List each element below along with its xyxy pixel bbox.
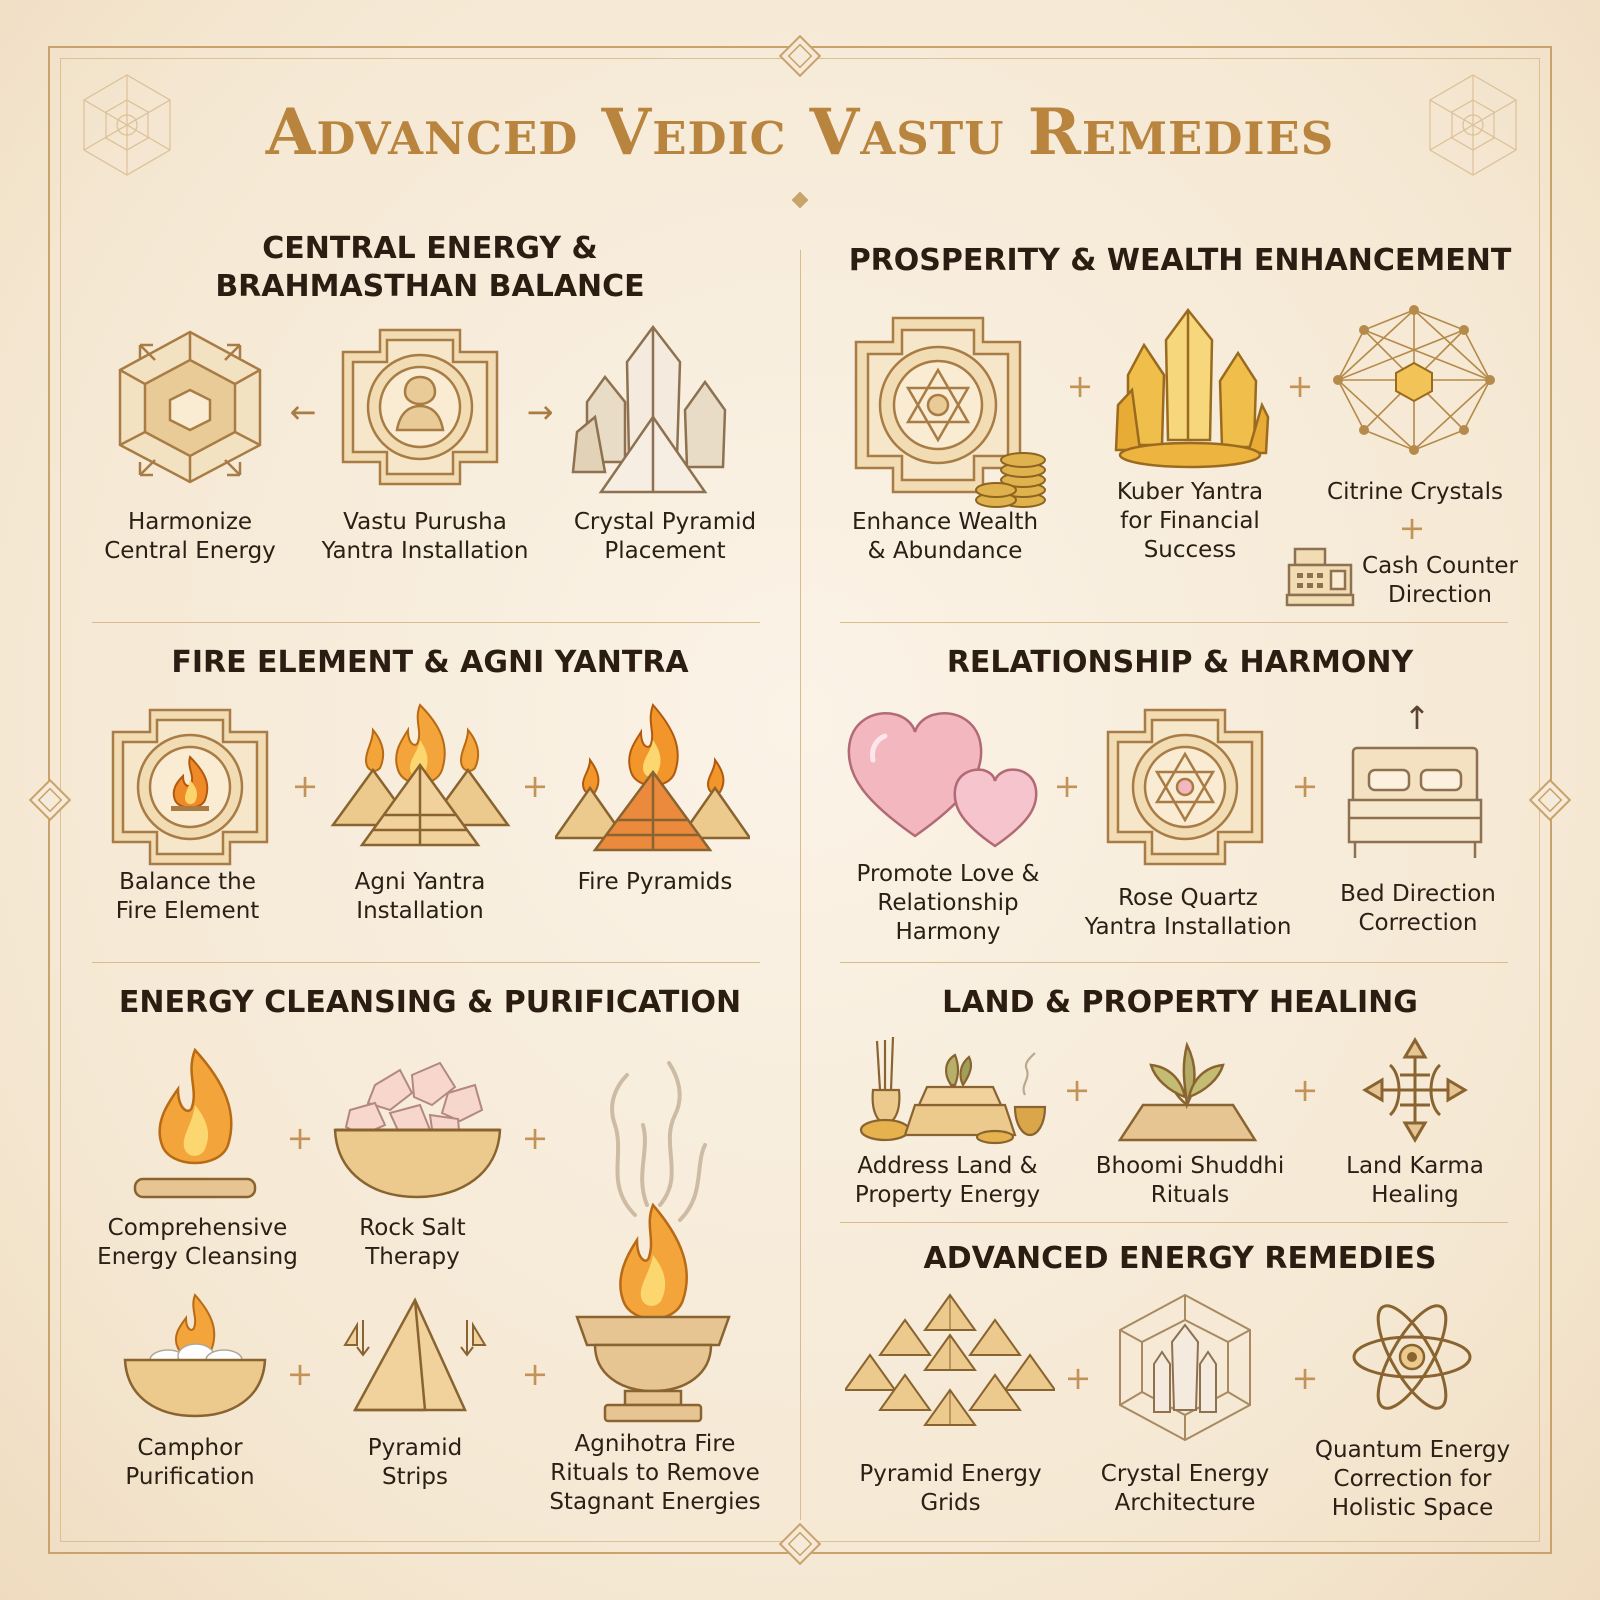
fire-pyramids-icon (555, 703, 750, 852)
metatron-cube-icon (83, 74, 171, 176)
crystal-architecture-icon (1119, 1293, 1251, 1442)
agnihotra-icon (575, 1061, 731, 1423)
section-title: PROSPERITY & WEALTH ENHANCEMENT (848, 243, 1512, 278)
page-title: Advanced Vedic Vastu Remedies (265, 95, 1335, 170)
plus-connector: + (291, 767, 319, 805)
fire-log-icon (133, 1047, 257, 1199)
section-title: ENERGY CLEANSING & PURIFICATION (118, 985, 742, 1020)
plus-connector: + (1291, 1071, 1319, 1109)
plus-connector: + (1398, 509, 1426, 547)
plus-connector: + (521, 767, 549, 805)
bottom-diamond-ornament (778, 1522, 822, 1566)
flame-pyramids-icon (330, 703, 511, 847)
top-diamond-ornament (778, 34, 822, 78)
citrine-cluster-icon (1114, 307, 1270, 469)
plus-connector: + (1053, 767, 1081, 805)
plus-connector: + (1286, 367, 1314, 405)
item-label: Address Land &Property Energy (854, 1153, 1041, 1208)
rose-hearts-icon (847, 712, 1038, 848)
plus-connector: + (1063, 1071, 1091, 1109)
section-divider (840, 1222, 1508, 1223)
plus-connector: + (1291, 1359, 1319, 1397)
sprout-land-icon (1117, 1041, 1258, 1142)
metatron-cube-icon (1429, 74, 1517, 176)
pyramid-strip-icon (343, 1297, 487, 1412)
left-diamond-ornament (28, 778, 72, 822)
section-divider (840, 622, 1508, 623)
plus-connector: + (1291, 767, 1319, 805)
karma-symbol-icon (1362, 1037, 1468, 1143)
arrow-left-connector: ← (289, 393, 317, 431)
rose-yantra-icon (1106, 708, 1264, 866)
agni-yantra-icon (111, 708, 269, 866)
plus-connector: + (521, 1355, 549, 1393)
section-title: RELATIONSHIP & HARMONY (946, 645, 1414, 680)
cube-arrows-icon (118, 330, 262, 484)
section-title: FIRE ELEMENT & AGNI YANTRA (171, 645, 689, 680)
camphor-bowl-icon (123, 1293, 267, 1418)
plus-connector: + (521, 1119, 549, 1157)
section-title: ADVANCED ENERGY REMEDIES (923, 1241, 1437, 1276)
item-label: Fire Pyramids (577, 869, 733, 895)
section-title: LAND & PROPERTY HEALING (942, 985, 1418, 1020)
column-divider (800, 250, 801, 1520)
atom-icon (1352, 1304, 1472, 1410)
yantra-coins-icon (854, 316, 1046, 508)
ritual-offerings-icon (859, 1036, 1047, 1145)
plus-connector: + (1064, 1359, 1092, 1397)
pyramid-grid-icon (845, 1293, 1055, 1426)
plus-connector: + (1066, 367, 1094, 405)
title-diamond-ornament (791, 191, 809, 209)
item-label: Citrine Crystals (1327, 479, 1503, 505)
salt-bowl-icon (333, 1061, 502, 1199)
plus-connector: + (286, 1355, 314, 1393)
right-diamond-ornament (1528, 778, 1572, 822)
bed-icon (1347, 746, 1483, 858)
cash-register-icon (1285, 547, 1355, 607)
sacred-geometry-icon (1333, 305, 1495, 455)
section-divider (840, 962, 1508, 963)
crystal-pyramid-icon (571, 324, 727, 494)
arrow-right-connector: → (526, 393, 554, 431)
section-divider (92, 622, 760, 623)
plus-connector: + (286, 1119, 314, 1157)
section-divider (92, 962, 760, 963)
vastu-yantra-icon (341, 328, 499, 486)
item-label: Enhance Wealth& Abundance (851, 509, 1039, 564)
arrow-up-indicator: ↑ (1403, 699, 1431, 737)
section-title: CENTRAL ENERGY & BRAHMASTHAN BALANCE (215, 231, 645, 304)
